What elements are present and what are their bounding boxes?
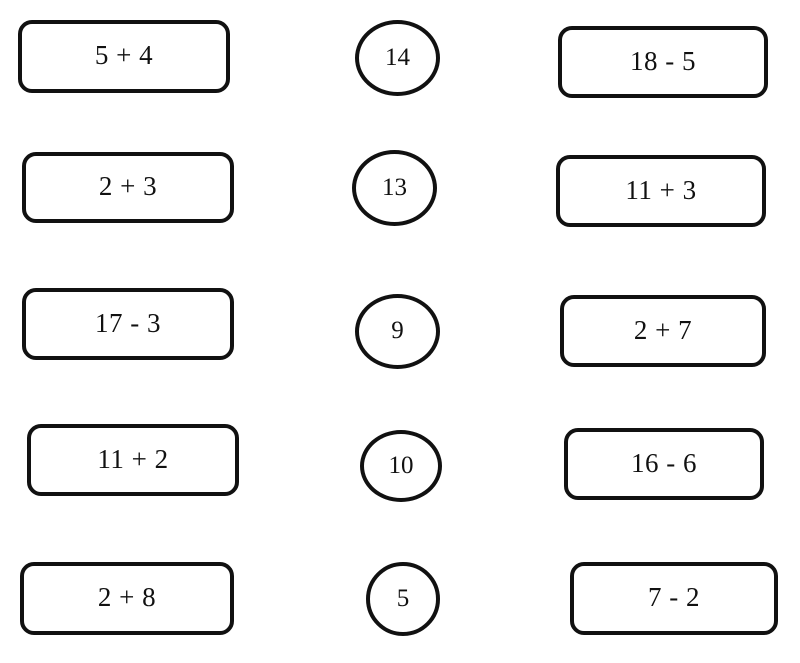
answer-circle-2-label: 13 — [382, 173, 407, 201]
answer-circle-4[interactable]: 10 — [360, 430, 442, 502]
right-expression-box-1[interactable]: 18 - 5 — [558, 26, 768, 98]
left-expression-box-4-label: 11 + 2 — [97, 443, 169, 474]
right-expression-box-1-label: 18 - 5 — [630, 45, 696, 76]
answer-circle-5[interactable]: 5 — [366, 562, 440, 636]
answer-circle-1-label: 14 — [385, 43, 410, 71]
left-expression-box-4[interactable]: 11 + 2 — [27, 424, 239, 496]
answer-circle-3-label: 9 — [391, 317, 404, 344]
left-expression-box-2-label: 2 + 3 — [98, 171, 158, 201]
right-expression-box-2[interactable]: 11 + 3 — [556, 155, 766, 227]
right-expression-box-3[interactable]: 2 + 7 — [560, 295, 766, 367]
right-expression-box-5[interactable]: 7 - 2 — [570, 562, 778, 635]
left-expression-box-3[interactable]: 17 - 3 — [22, 288, 234, 360]
answer-circle-3[interactable]: 9 — [355, 294, 440, 369]
left-expression-box-2[interactable]: 2 + 3 — [22, 152, 234, 223]
answer-circle-2[interactable]: 13 — [352, 150, 437, 226]
left-expression-box-1-label: 5 + 4 — [94, 40, 154, 70]
right-expression-box-4-label: 16 - 6 — [631, 447, 697, 478]
left-expression-box-5[interactable]: 2 + 8 — [20, 562, 234, 635]
answer-circle-4-label: 10 — [388, 451, 414, 479]
left-expression-box-1[interactable]: 5 + 4 — [18, 20, 230, 93]
right-expression-box-3-label: 2 + 7 — [633, 314, 693, 345]
right-expression-box-2-label: 11 + 3 — [625, 174, 697, 205]
left-expression-box-5-label: 2 + 8 — [97, 582, 157, 612]
left-expression-box-3-label: 17 - 3 — [95, 307, 161, 338]
right-expression-box-5-label: 7 - 2 — [648, 582, 700, 612]
answer-circle-1[interactable]: 14 — [355, 20, 440, 96]
answer-circle-5-label: 5 — [396, 584, 410, 612]
right-expression-box-4[interactable]: 16 - 6 — [564, 428, 764, 500]
